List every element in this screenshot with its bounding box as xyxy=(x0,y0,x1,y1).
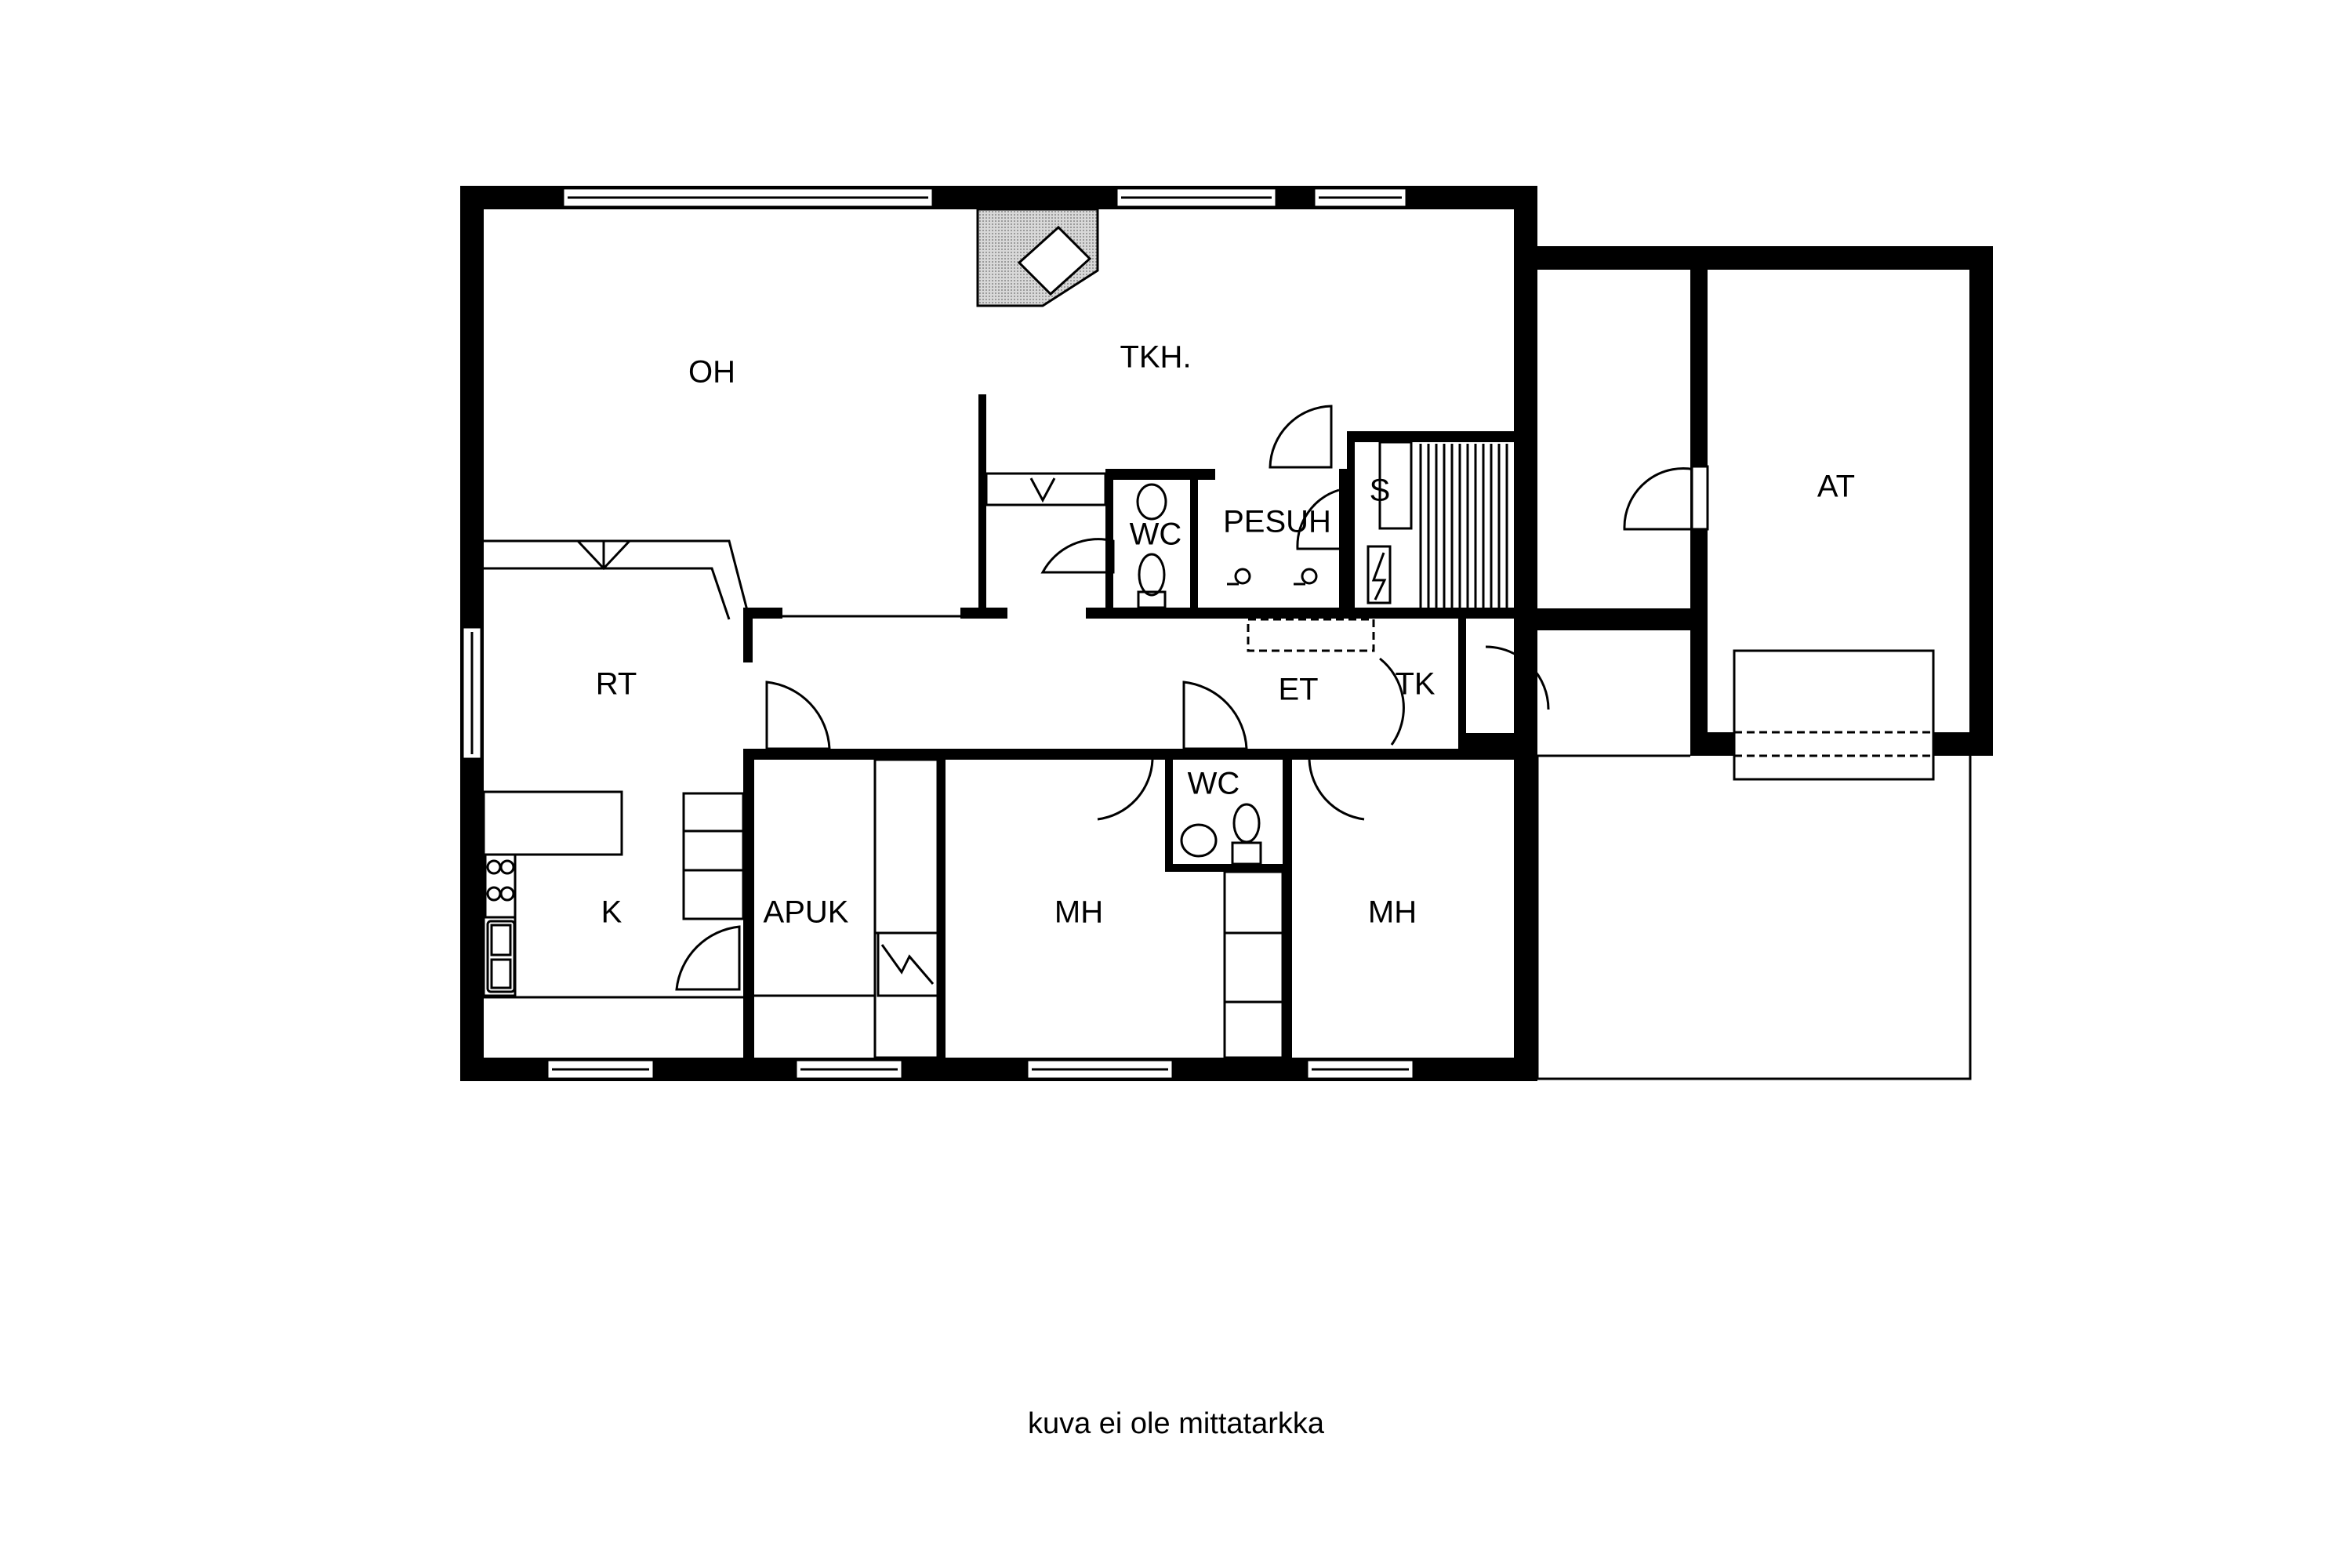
electrical-panel-icon xyxy=(877,552,1387,997)
toilet-icon xyxy=(1136,483,1262,866)
room-label-k: K xyxy=(601,895,622,930)
disclaimer-caption: kuva ei ole mittatarkka xyxy=(1027,1407,1325,1440)
sink-icon xyxy=(486,920,516,993)
windows xyxy=(461,187,1415,1080)
room-label-tk: TK xyxy=(1395,667,1435,702)
outer-walls xyxy=(460,186,1537,1081)
room-label-tkh: TKH. xyxy=(1120,340,1191,375)
room-label-s: S xyxy=(1370,474,1391,508)
cabinet-lines xyxy=(482,441,1413,1059)
room-label-et: ET xyxy=(1278,673,1318,707)
room-label-oh: OH xyxy=(688,355,735,390)
stove-icon xyxy=(484,853,517,919)
room-label-wc-1: WC xyxy=(1130,517,1182,552)
room-label-at: AT xyxy=(1817,470,1855,504)
room-label-mh-1: MH xyxy=(1054,895,1103,930)
room-label-apuk: APUK xyxy=(764,895,849,930)
interior-walls xyxy=(743,394,1514,1058)
shower-icon xyxy=(1227,568,1318,586)
garage-walls xyxy=(1514,246,1993,1080)
room-label-rt: RT xyxy=(596,667,637,702)
fireplace xyxy=(976,208,1099,307)
room-label-mh-2: MH xyxy=(1368,895,1417,930)
room-label-wc-2: WC xyxy=(1188,767,1240,801)
room-labels: OH TKH. RT K APUK MH MH WC PESUH S ET TK… xyxy=(596,340,1855,930)
room-label-pesuh: PESUH xyxy=(1223,505,1331,539)
sauna-bench xyxy=(1419,444,1508,608)
doors xyxy=(675,405,1700,991)
